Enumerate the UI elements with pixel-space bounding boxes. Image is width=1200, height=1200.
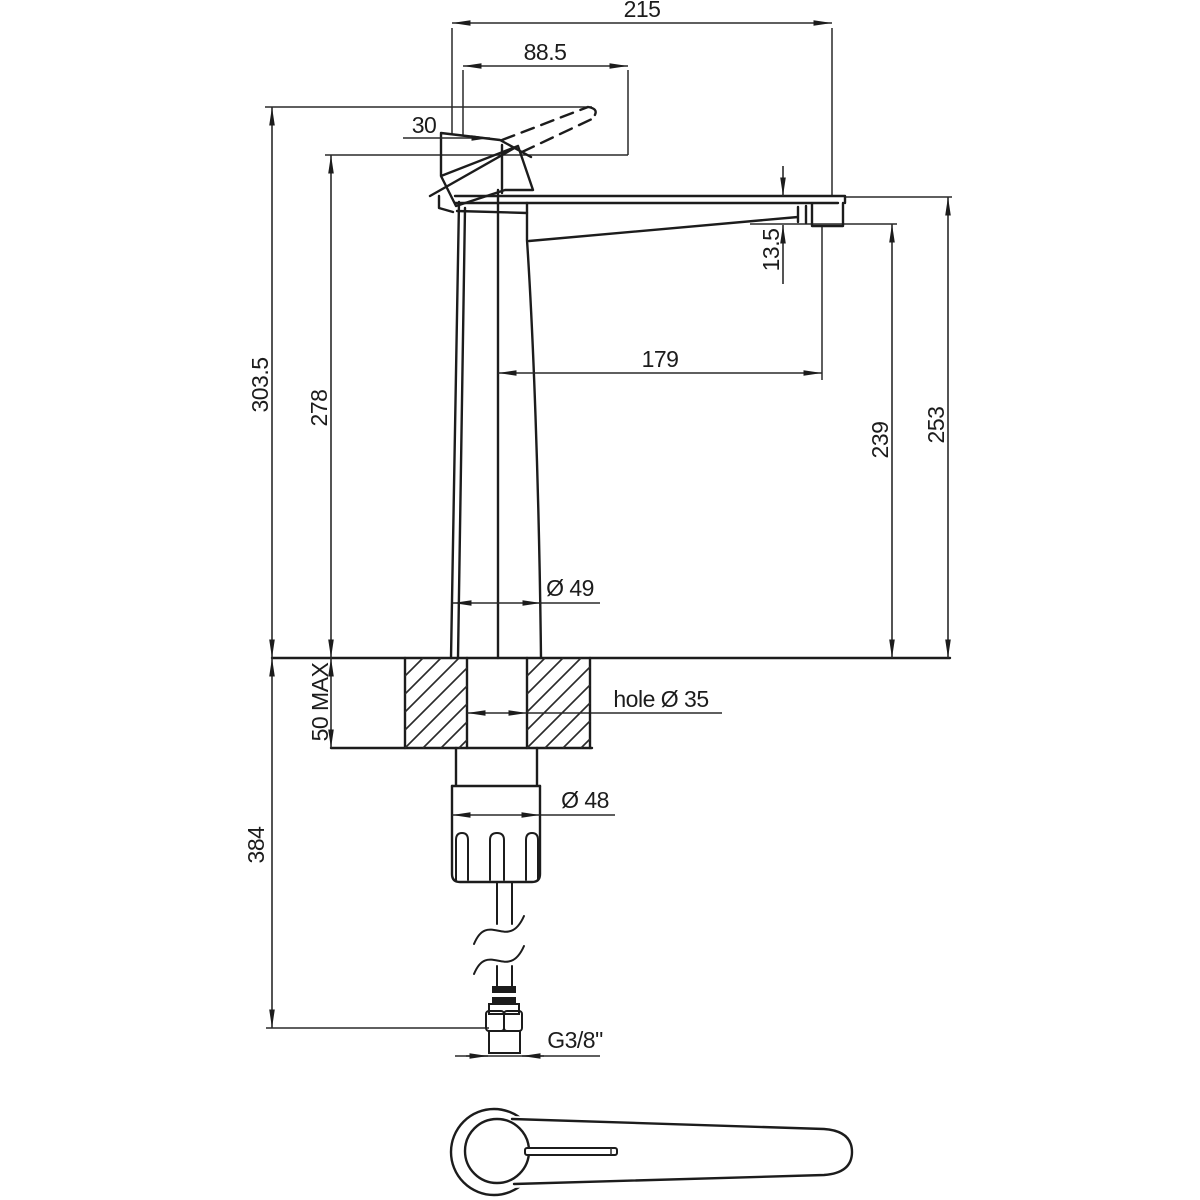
- dimension-lines: [269, 20, 951, 1059]
- dim-label-13-5: 13.5: [758, 229, 784, 272]
- dim-label-dia48: Ø 48: [561, 787, 609, 813]
- extension-lines: [265, 28, 952, 1057]
- handle-plan-view: [449, 1107, 858, 1197]
- dim-label-253: 253: [923, 407, 949, 444]
- shank-tube: [450, 746, 542, 788]
- extension-lines-path: [265, 28, 952, 1057]
- dim-label-215: 215: [624, 0, 661, 22]
- handle-base-inner-circle: [463, 1117, 531, 1185]
- hose-band-lower: [492, 997, 516, 1004]
- dim-label-50max: 50 MAX: [307, 662, 333, 741]
- dim-label-179: 179: [642, 346, 679, 372]
- dim-label-30: 30: [412, 112, 437, 138]
- supply-hose: [496, 881, 513, 987]
- dimension-labels: 215 88.5 30 179 Ø 49 hole Ø 35 Ø 48 G3/8…: [243, 0, 949, 1053]
- dim-label-dia49: Ø 49: [546, 575, 594, 601]
- handle-lever-raised-dashed: [500, 105, 597, 154]
- counter-hatch-left: [404, 657, 468, 749]
- mounting-assembly: [450, 746, 542, 1054]
- dim-label-g38: G3/8": [547, 1027, 603, 1053]
- lever-mask: [512, 1116, 858, 1188]
- counter-hatch-right: [526, 657, 591, 749]
- hose-break-symbol: [473, 915, 525, 975]
- connector-thread-end: [488, 1030, 521, 1054]
- handle-lever-closed: [428, 131, 535, 208]
- faucet-side-view: [428, 105, 847, 660]
- spout: [437, 194, 847, 243]
- lever-outline: [510, 1117, 854, 1186]
- dim-label-278: 278: [306, 390, 332, 427]
- dim-label-384: 384: [243, 826, 269, 864]
- hose-band-upper: [492, 986, 516, 993]
- mounting-studs: [455, 831, 539, 881]
- counter-section: [270, 656, 952, 750]
- dim-label-239: 239: [867, 422, 893, 459]
- body-outline: [449, 188, 543, 660]
- dim-label-hole35: hole Ø 35: [613, 686, 708, 712]
- dim-label-303-5: 303.5: [247, 357, 273, 412]
- dim-label-88-5: 88.5: [524, 39, 567, 65]
- lever-slot: [524, 1147, 618, 1156]
